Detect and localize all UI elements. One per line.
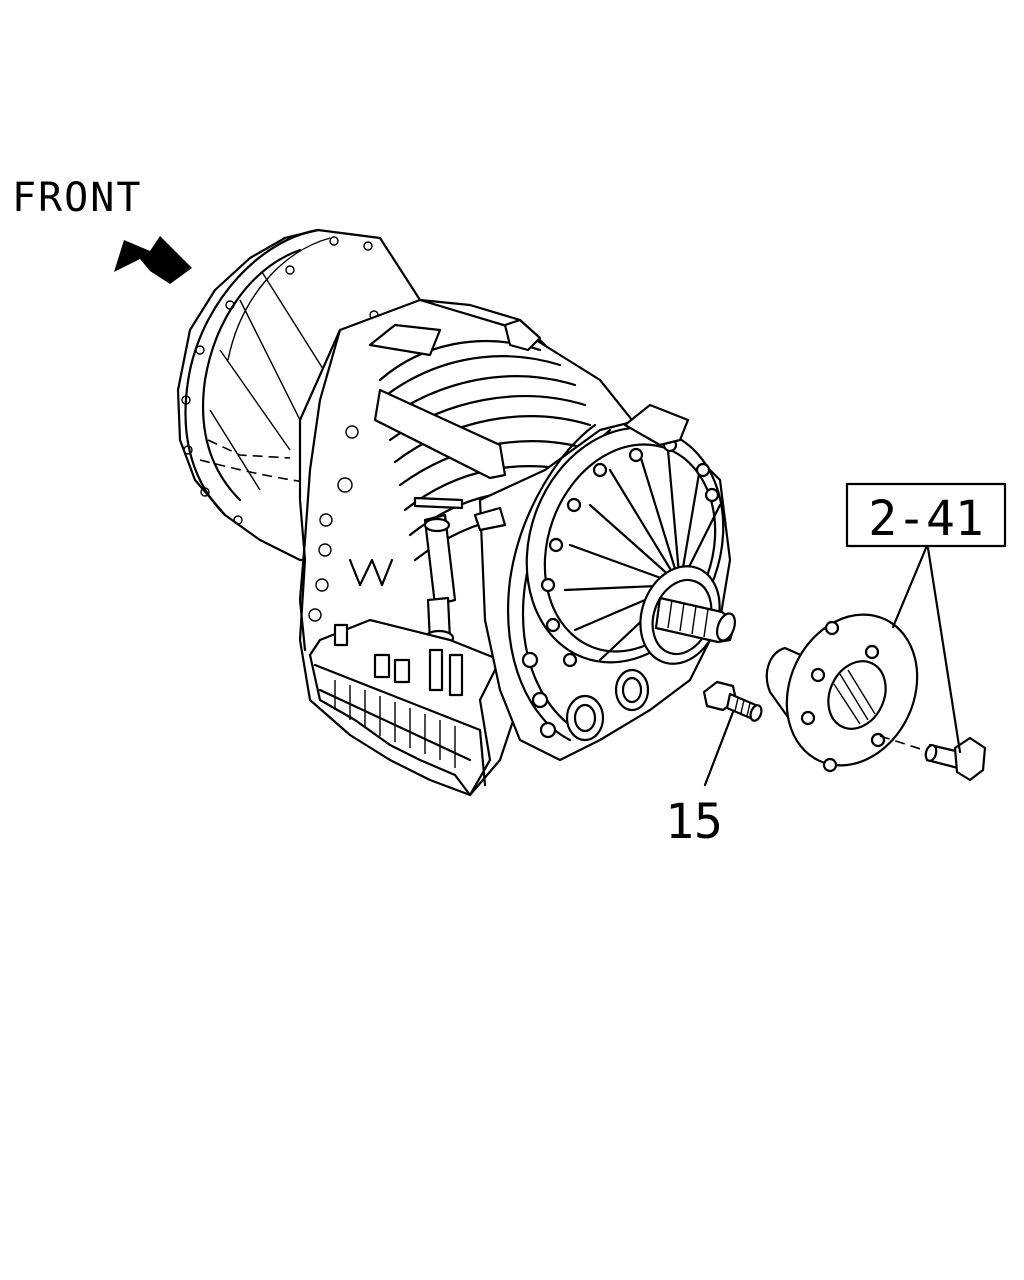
callout-label-2-41: 2-41 (868, 491, 984, 547)
front-label: FRONT (12, 175, 142, 221)
callout-15: 15 (665, 710, 735, 850)
flange-bolt-part (879, 735, 987, 782)
bolt-part (702, 680, 763, 722)
transmission-assembly (176, 228, 737, 797)
arrow-front-icon (114, 236, 192, 284)
leader-line (926, 546, 962, 754)
leader-line (891, 546, 928, 629)
callout-box (845, 482, 1007, 548)
callout-label-15: 15 (665, 794, 723, 850)
leader-line (703, 710, 735, 787)
callout-2-41: 2-41 (845, 482, 1007, 754)
companion-flange-part (765, 613, 919, 773)
